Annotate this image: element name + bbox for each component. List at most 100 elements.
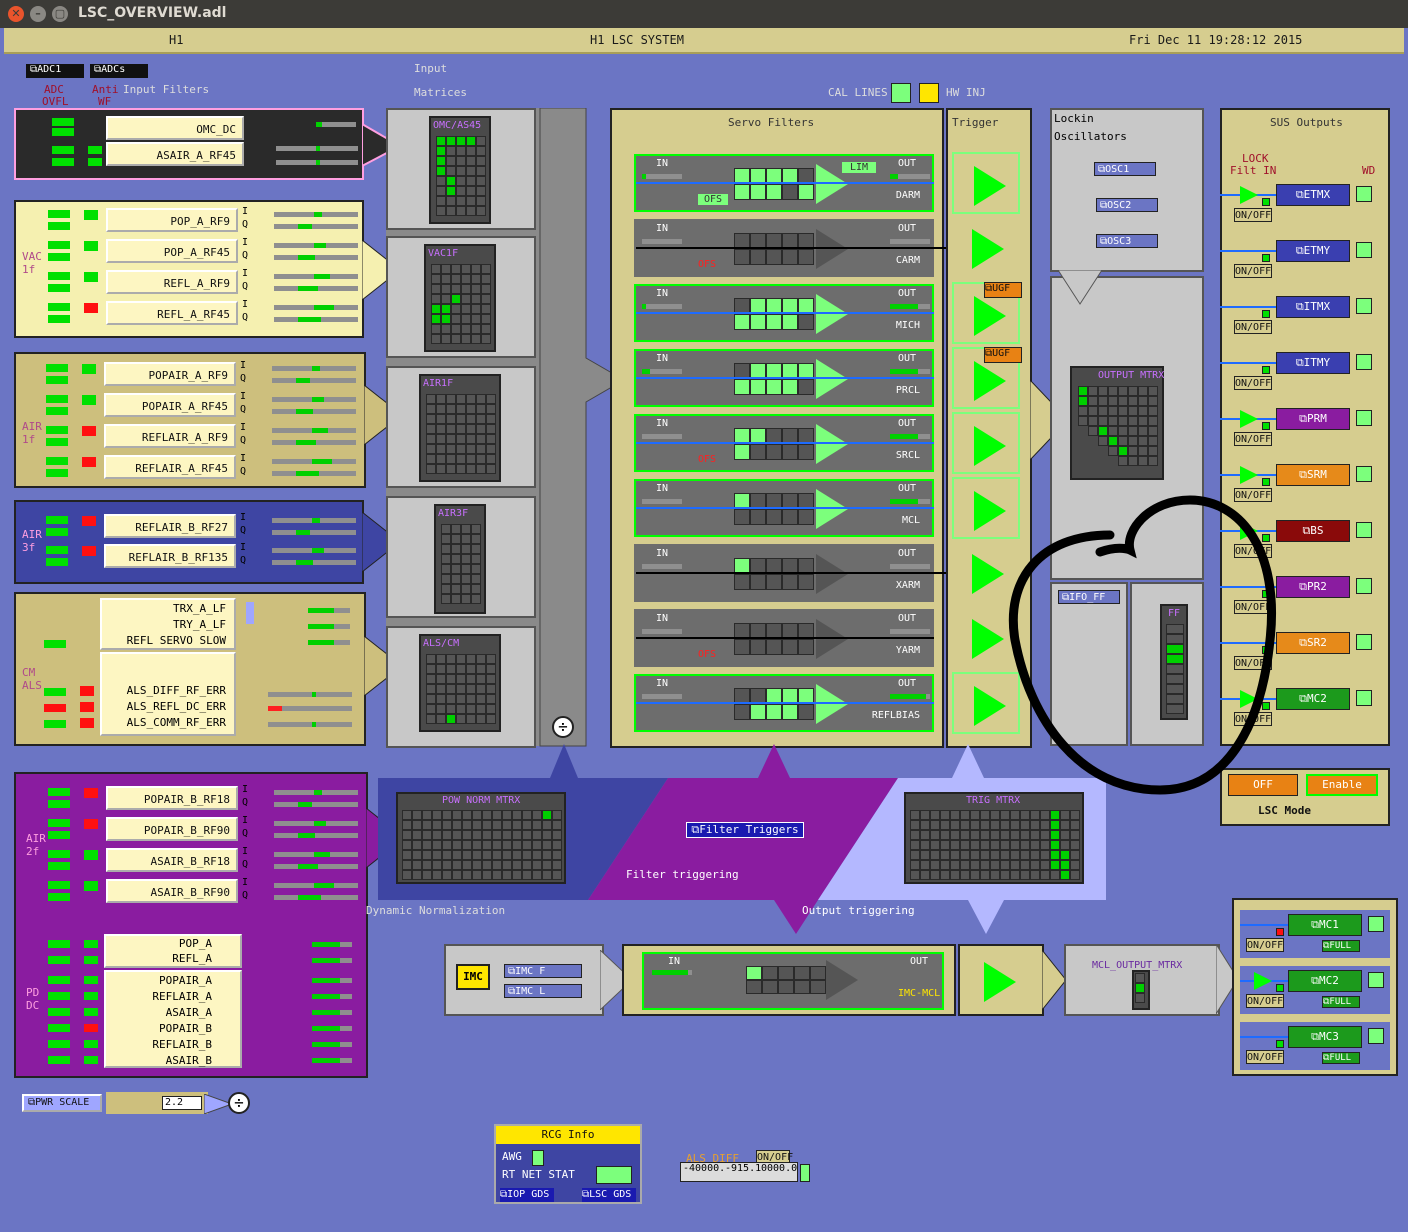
matrix-cell[interactable]	[466, 196, 476, 206]
pow-norm-cell[interactable]	[462, 820, 472, 830]
matrix-cell[interactable]	[451, 274, 461, 284]
matrix-cell[interactable]	[431, 314, 441, 324]
matrix-cell[interactable]	[471, 324, 481, 334]
trig-mtrx-cell[interactable]	[990, 840, 1000, 850]
pow-norm-cell[interactable]	[492, 840, 502, 850]
filter-popair-b[interactable]: POPAIR_B	[159, 1022, 212, 1035]
trig-mtrx-cell[interactable]	[1010, 810, 1020, 820]
input-matrix-air1f[interactable]: AIR1F	[419, 374, 501, 482]
sus-srm-button[interactable]: ⧉SRM	[1276, 464, 1350, 486]
trigger-cell-carm[interactable]	[952, 217, 1020, 279]
pow-norm-cell[interactable]	[542, 820, 552, 830]
matrix-cell[interactable]	[441, 524, 451, 534]
filter-triggers-button[interactable]: ⧉Filter Triggers	[686, 822, 804, 838]
matrix-expand-icon[interactable]: ÷	[552, 716, 574, 738]
matrix-cell[interactable]	[436, 704, 446, 714]
matrix-cell[interactable]	[481, 274, 491, 284]
trig-mtrx-cell[interactable]	[940, 820, 950, 830]
pow-norm-cell[interactable]	[522, 870, 532, 880]
trig-mtrx-cell[interactable]	[1070, 820, 1080, 830]
matrix-cell[interactable]	[486, 444, 496, 454]
output-mtrx-cell[interactable]	[1148, 456, 1158, 466]
pow-norm-cell[interactable]	[472, 830, 482, 840]
matrix-cell[interactable]	[441, 594, 451, 604]
filter-refl-servo-slow[interactable]: REFL SERVO SLOW	[126, 634, 226, 647]
ugf-button[interactable]: ⧉UGF	[984, 347, 1022, 363]
matrix-cell[interactable]	[456, 146, 466, 156]
filter-reflair-a[interactable]: REFLAIR_A	[152, 990, 212, 1003]
trig-mtrx-cell[interactable]	[940, 870, 950, 880]
trigger-cell-mich[interactable]: ⧉UGF	[952, 282, 1022, 344]
matrix-cell[interactable]	[451, 544, 461, 554]
servo-module-button[interactable]	[782, 249, 798, 265]
matrix-cell[interactable]	[486, 694, 496, 704]
dc-top-block[interactable]: POP_A REFL_A	[104, 934, 242, 968]
matrix-cell[interactable]	[436, 136, 446, 146]
matrix-cell[interactable]	[426, 454, 436, 464]
servo-module-button[interactable]	[766, 704, 782, 720]
matrix-cell[interactable]	[436, 464, 446, 474]
trig-mtrx-cell[interactable]	[1020, 860, 1030, 870]
matrix-cell[interactable]	[461, 594, 471, 604]
sus-onoff-button[interactable]: ON/OFF	[1234, 488, 1272, 502]
matrix-cell[interactable]	[446, 424, 456, 434]
matrix-cell[interactable]	[426, 414, 436, 424]
mc-3-button[interactable]: ⧉MC3	[1288, 1026, 1362, 1048]
trig-mtrx-cell[interactable]	[960, 830, 970, 840]
trig-mtrx-cell[interactable]	[1060, 860, 1070, 870]
filter-popair-b-rf90[interactable]: POPAIR_B_RF90	[106, 817, 238, 841]
pow-norm-cell[interactable]	[422, 860, 432, 870]
matrix-cell[interactable]	[456, 394, 466, 404]
matrix-cell[interactable]	[461, 574, 471, 584]
matrix-cell[interactable]	[476, 434, 486, 444]
matrix-cell[interactable]	[471, 334, 481, 344]
trig-mtrx-cell[interactable]	[1020, 870, 1030, 880]
trig-mtrx-cell[interactable]	[1030, 840, 1040, 850]
output-mtrx-cell[interactable]	[1098, 436, 1108, 446]
filter-trx-a-lf[interactable]: TRX_A_LF	[173, 602, 226, 615]
pow-norm-cell[interactable]	[442, 830, 452, 840]
pow-norm-cell[interactable]	[432, 810, 442, 820]
pow-norm-cell[interactable]	[462, 810, 472, 820]
trig-mtrx-cell[interactable]	[1010, 840, 1020, 850]
trig-mtrx-cell[interactable]	[910, 810, 920, 820]
filter-als-refl-dc-err[interactable]: ALS_REFL_DC_ERR	[126, 700, 226, 713]
als-filter-block[interactable]: ALS_DIFF_RF_ERR ALS_REFL_DC_ERR ALS_COMM…	[100, 652, 236, 736]
trig-mtrx-cell[interactable]	[940, 860, 950, 870]
pow-norm-cell[interactable]	[532, 850, 542, 860]
matrix-cell[interactable]	[436, 196, 446, 206]
trig-mtrx-cell[interactable]	[1010, 860, 1020, 870]
sus-etmy-button[interactable]: ⧉ETMY	[1276, 240, 1350, 262]
servo-module-button[interactable]	[782, 184, 798, 200]
sus-onoff-button[interactable]: ON/OFF	[1234, 376, 1272, 390]
trig-mtrx-cell[interactable]	[1040, 860, 1050, 870]
matrix-cell[interactable]	[486, 394, 496, 404]
matrix-cell[interactable]	[471, 534, 481, 544]
matrix-cell[interactable]	[436, 414, 446, 424]
filter-refl-a-rf9[interactable]: REFL_A_RF9	[106, 270, 238, 294]
servo-module-button[interactable]	[734, 314, 750, 330]
filter-pop-a-rf45[interactable]: POP_A_RF45	[106, 239, 238, 263]
pow-norm-cell[interactable]	[532, 810, 542, 820]
filter-reflair-b-rf27[interactable]: REFLAIR_B_RF27	[104, 514, 236, 538]
trig-mtrx-cell[interactable]	[920, 810, 930, 820]
matrix-cell[interactable]	[456, 454, 466, 464]
output-mtrx-cell[interactable]	[1138, 386, 1148, 396]
trig-mtrx-cell[interactable]	[920, 820, 930, 830]
pow-norm-cell[interactable]	[452, 820, 462, 830]
trig-mtrx-cell[interactable]	[930, 820, 940, 830]
matrix-cell[interactable]	[426, 404, 436, 414]
trig-mtrx-cell[interactable]	[1070, 860, 1080, 870]
trig-mtrx-cell[interactable]	[1020, 850, 1030, 860]
mc-2-button[interactable]: ⧉MC2	[1288, 970, 1362, 992]
pow-norm-cell[interactable]	[402, 830, 412, 840]
pow-norm-cell[interactable]	[422, 820, 432, 830]
matrix-cell[interactable]	[436, 654, 446, 664]
servo-module-button[interactable]	[766, 444, 782, 460]
pow-norm-cell[interactable]	[522, 830, 532, 840]
trig-mtrx-cell[interactable]	[1030, 860, 1040, 870]
pow-norm-cell[interactable]	[552, 830, 562, 840]
output-mtrx-cell[interactable]	[1138, 416, 1148, 426]
matrix-cell[interactable]	[446, 464, 456, 474]
output-mtrx-cell[interactable]	[1088, 406, 1098, 416]
